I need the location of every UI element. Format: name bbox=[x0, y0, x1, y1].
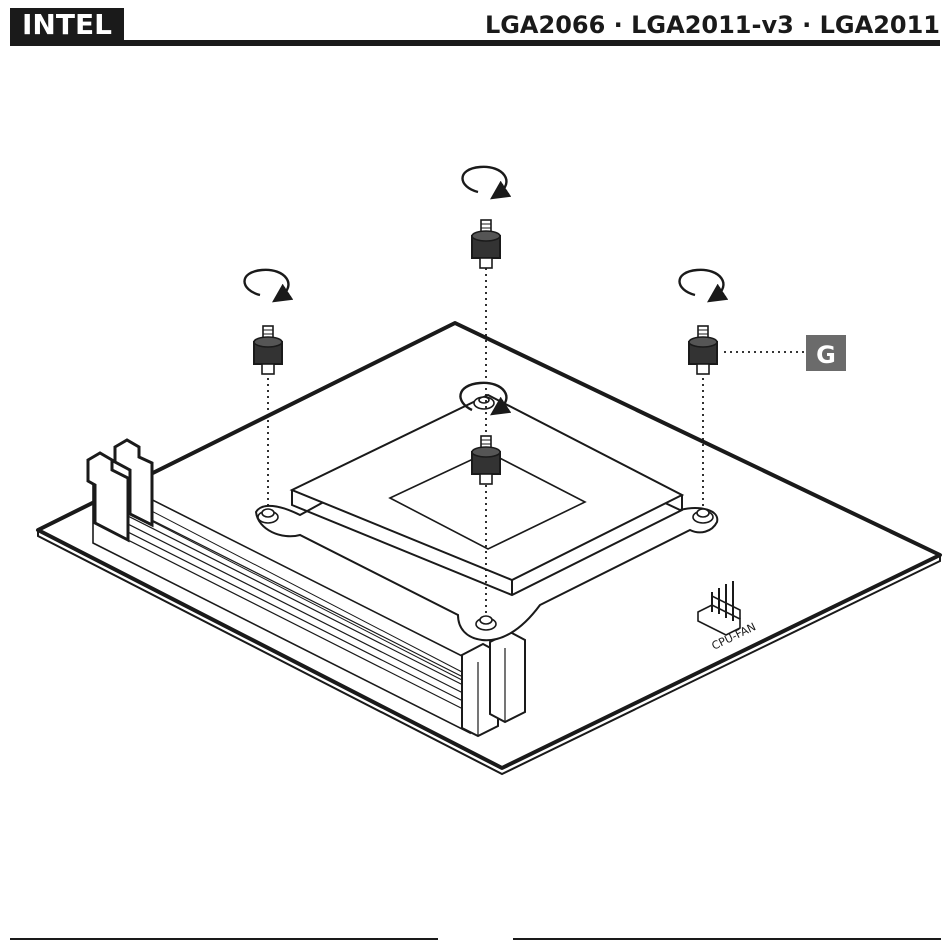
footer-rule-right bbox=[513, 938, 941, 940]
callout-label: G bbox=[816, 341, 836, 369]
footer-rule-left bbox=[10, 938, 438, 940]
rotate-arrow-icon bbox=[680, 270, 724, 297]
rotate-arrow-icon bbox=[245, 270, 289, 297]
rotate-arrow-icon bbox=[463, 167, 507, 194]
standoff-screw-icon bbox=[472, 220, 500, 268]
standoff-screw-icon bbox=[689, 326, 717, 374]
standoff-screw-icon bbox=[254, 326, 282, 374]
callout-g: G bbox=[806, 335, 846, 371]
